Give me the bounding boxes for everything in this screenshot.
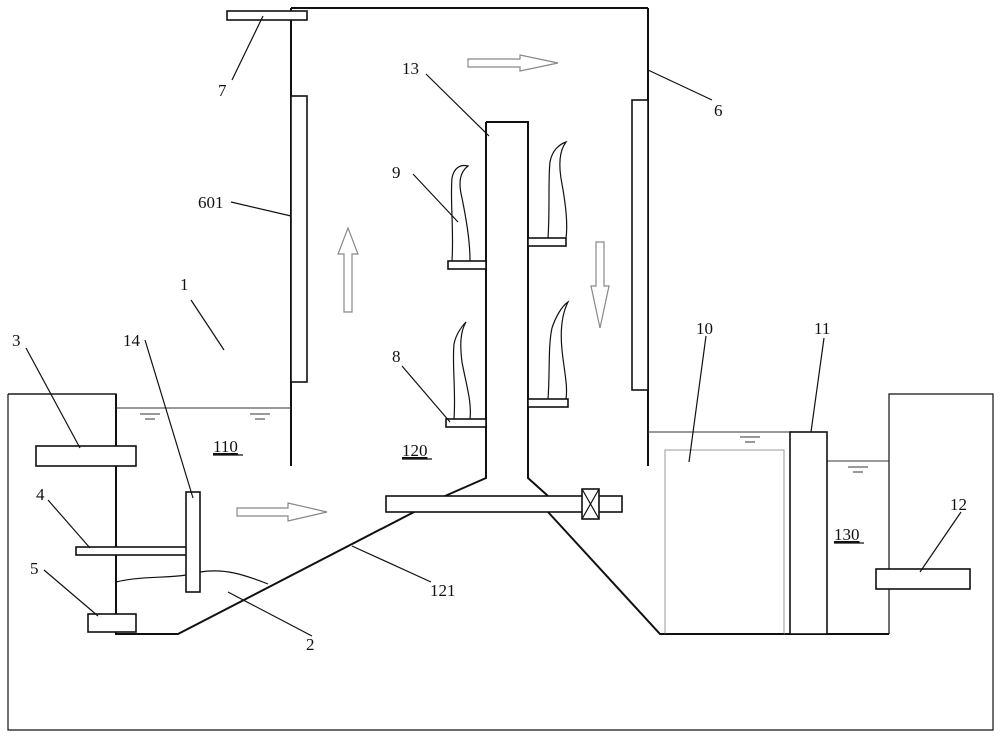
leader-13 <box>425 73 490 137</box>
label-1: 1 <box>180 275 189 294</box>
leader-8 <box>401 365 451 423</box>
label-601: 601 <box>198 193 224 212</box>
water-130-mark <box>848 466 868 473</box>
arrow-right-bottom <box>236 502 328 522</box>
label-13: 13 <box>402 59 419 78</box>
label-2: 2 <box>306 635 315 654</box>
column-11 <box>789 431 828 635</box>
arrow-up <box>337 226 359 313</box>
valve-cross <box>581 488 600 520</box>
leader-3 <box>25 347 81 449</box>
leader-9 <box>412 173 459 223</box>
water-right-mark <box>740 436 760 443</box>
right-window <box>631 99 649 391</box>
pipe-7 <box>226 10 308 21</box>
leaf-left-lower <box>452 321 471 420</box>
leader-6 <box>647 69 713 101</box>
pipe-12 <box>875 568 971 590</box>
sludge-2 <box>115 570 269 585</box>
baffle-14 <box>185 491 201 593</box>
bracket-left-upper <box>447 260 487 270</box>
outer-basin <box>7 393 994 731</box>
label-11: 11 <box>814 319 830 338</box>
central-column-13 <box>444 121 549 497</box>
label-121: 121 <box>430 581 456 600</box>
left-chamber-wall <box>115 394 446 635</box>
leader-11 <box>810 337 825 433</box>
water-110-mark <box>140 413 160 420</box>
arrow-down <box>590 241 610 329</box>
leader-121 <box>351 545 432 583</box>
label-7: 7 <box>218 81 227 100</box>
label-6: 6 <box>714 101 723 120</box>
label-5: 5 <box>30 559 39 578</box>
label-3: 3 <box>12 331 21 350</box>
leader-2 <box>227 591 313 637</box>
zone-130: 130 <box>834 525 860 544</box>
left-window-601 <box>290 95 308 383</box>
pipe-3 <box>35 445 137 467</box>
leader-5 <box>43 569 99 617</box>
leader-10 <box>688 335 707 463</box>
bracket-right-upper <box>527 237 567 247</box>
leader-601 <box>230 201 292 217</box>
bracket-right-lower <box>527 398 569 408</box>
pipe-4 <box>75 546 191 556</box>
label-8: 8 <box>392 347 401 366</box>
zone-110: 110 <box>213 437 238 456</box>
outer-basin-wall <box>8 393 117 408</box>
arrow-right-top <box>467 54 559 72</box>
leader-12 <box>919 511 962 573</box>
pipe-5 <box>87 613 137 633</box>
base-pipe <box>385 495 623 513</box>
leader-4 <box>47 499 91 549</box>
leader-7 <box>231 15 264 81</box>
leaf-right-upper <box>547 140 568 239</box>
leader-14 <box>144 339 194 499</box>
leader-1 <box>190 299 225 351</box>
label-4: 4 <box>36 485 45 504</box>
label-12: 12 <box>950 495 967 514</box>
bracket-left-lower-8 <box>445 418 487 428</box>
zone-120: 120 <box>402 441 428 460</box>
box-10 <box>664 449 785 635</box>
leaf-left-upper-9 <box>450 164 471 262</box>
water-110-mark2 <box>250 413 270 420</box>
label-10: 10 <box>696 319 713 338</box>
leaf-right-lower <box>547 300 570 400</box>
label-9: 9 <box>392 163 401 182</box>
label-14: 14 <box>123 331 141 350</box>
